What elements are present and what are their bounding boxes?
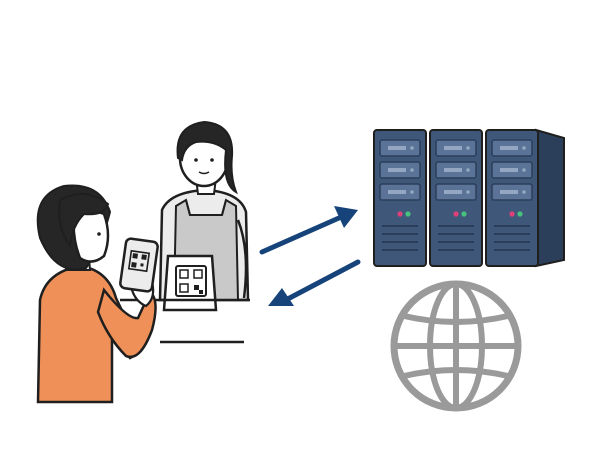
server-drive-slot xyxy=(388,190,406,194)
server-drive-dot xyxy=(466,146,470,150)
arrow-right-icon xyxy=(259,206,358,255)
server-drive-slot xyxy=(444,168,462,172)
server-drive-slot xyxy=(444,146,462,150)
server-side-panel xyxy=(535,128,565,268)
globe-icon xyxy=(390,280,522,412)
server-drive-dot xyxy=(522,146,526,150)
server-led-green xyxy=(461,211,467,217)
server-drive-dot xyxy=(410,146,414,150)
phone-qr-icon xyxy=(119,237,159,293)
arrow-left-icon xyxy=(268,259,361,306)
server-drive-slot xyxy=(500,190,518,194)
server-drive-dot xyxy=(466,168,470,172)
server-drive-slot xyxy=(500,168,518,172)
server-drive-slot xyxy=(388,146,406,150)
qr-code-stand-icon xyxy=(162,254,218,312)
server-rack-icon xyxy=(373,128,565,268)
server-led-pink xyxy=(397,211,403,217)
server-drive-slot xyxy=(444,190,462,194)
server-drive-slot xyxy=(388,168,406,172)
server-drive-dot xyxy=(410,168,414,172)
server-drive-slot xyxy=(500,146,518,150)
server-drive-dot xyxy=(522,168,526,172)
customer-person-icon xyxy=(36,184,157,404)
server-led-pink xyxy=(509,211,515,217)
server-drive-dot xyxy=(410,190,414,194)
server-drive-dot xyxy=(466,190,470,194)
server-led-pink xyxy=(453,211,459,217)
server-drive-dot xyxy=(522,190,526,194)
server-led-green xyxy=(517,211,523,217)
server-led-green xyxy=(405,211,411,217)
